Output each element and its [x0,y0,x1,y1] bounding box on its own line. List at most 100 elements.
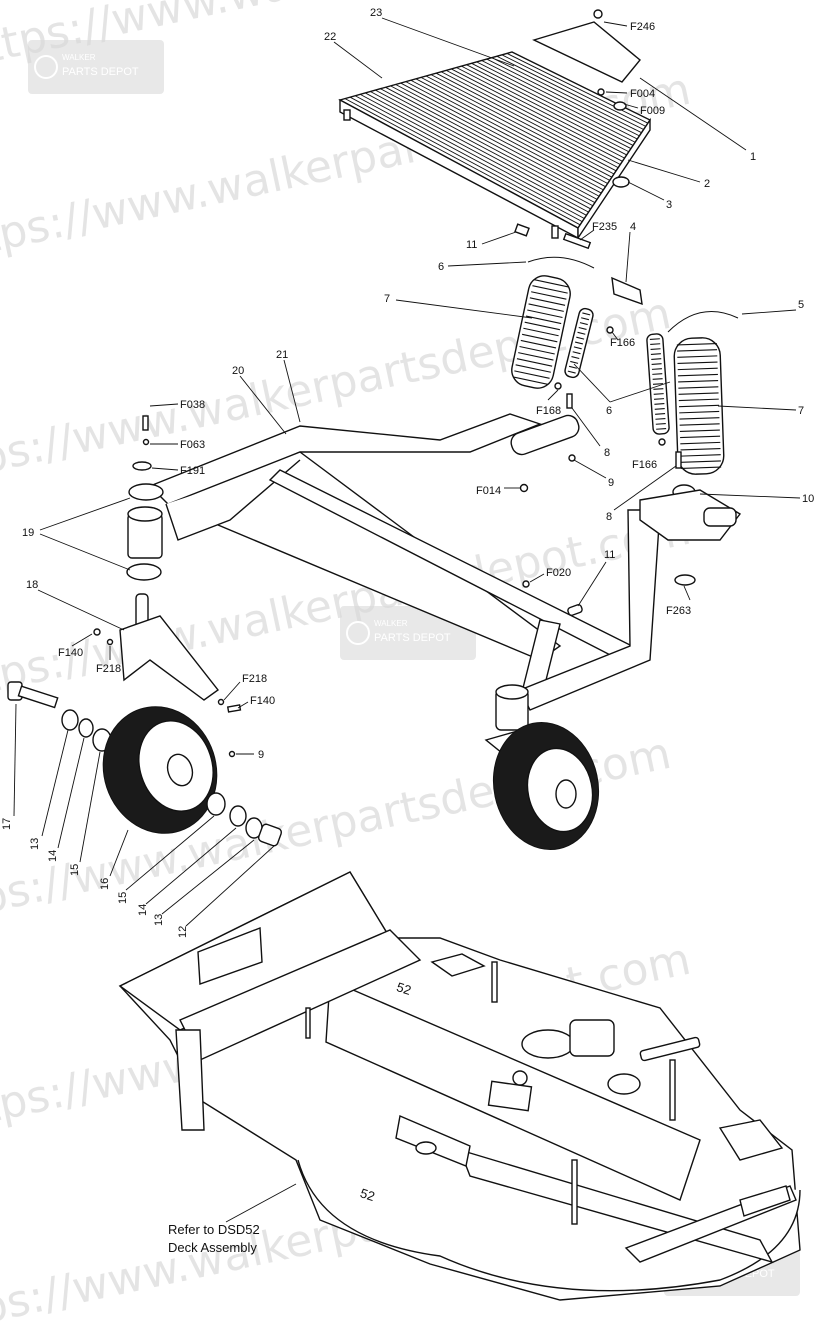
hatch-line [405,81,606,188]
callout-7b: 7 [798,405,804,417]
hatch-line [471,62,634,146]
hatch-line [570,360,579,364]
hatch-line [654,403,665,405]
hatch-line [571,356,580,360]
hatch-line [678,392,719,395]
hatch-line [581,317,590,321]
callout-22: 22 [324,31,336,43]
hatch-line [653,388,664,390]
callout-3: 3 [666,199,672,211]
logo-line2: PARTS DEPOT [62,66,139,78]
seal-15b [206,792,226,816]
callout-f166b: F166 [632,459,657,471]
callout-7: 7 [384,293,390,305]
hatch-line [649,338,660,341]
hatch-line [400,82,604,191]
hatch-line [533,279,570,288]
hatch-line [380,88,596,203]
hatch-line [677,373,718,377]
hatch-line [681,466,722,470]
hatch-line [370,91,591,210]
hatch-line [653,393,664,395]
hatch-line [435,72,619,169]
callout-23: 23 [370,7,382,19]
callout-16: 16 [99,878,111,890]
nut-f166-left [606,326,614,334]
caster-stack-19 [126,415,164,581]
hatch-line [349,96,583,223]
callout-f168: F168 [536,405,561,417]
callout-2: 2 [704,178,710,190]
spring-bracket-4 [611,276,643,306]
hatch-line [680,454,721,457]
hatch-line [651,363,662,365]
grip-7-right [673,337,725,475]
hatch-line [461,65,630,153]
bracket-plate [532,9,641,83]
callout-19: 19 [22,527,34,539]
hatch-line [651,368,662,370]
bolt-8-right [675,451,682,469]
hatch-line [512,376,549,385]
callout-f218b: F218 [242,673,267,685]
deck-note-line2: Deck Assembly [168,1240,257,1255]
hatch-line [582,312,591,316]
hatch-line [520,339,557,349]
hatch-line [677,349,718,352]
deck-note: Refer to DSD52 Deck Assembly [168,1222,260,1255]
callout-18: 18 [26,579,38,591]
axle-bolt-17 [7,681,59,709]
pin-f235 [562,232,592,250]
watermark-logo: WALKER PARTS DEPOT [28,40,164,94]
hatch-line [527,309,563,319]
deck-badge-left: 52 [395,979,413,998]
hatch-line [676,342,717,346]
nut-f014 [519,483,529,493]
hatch-line [572,351,581,355]
caster-wheel-right [484,684,600,851]
spacer-14 [78,718,94,738]
hatch-line [678,404,720,408]
hatch-line [678,398,719,402]
hatch-line [677,355,718,358]
callout-21: 21 [276,349,288,361]
callout-f140b: F140 [250,695,275,707]
callout-11b: 11 [604,549,615,561]
hatch-line [679,410,720,414]
callout-6b: 6 [606,405,612,417]
pin-11-lower [567,603,583,617]
callout-20: 20 [232,365,244,377]
hatch-line [652,373,663,375]
hatch-line [476,61,636,143]
callout-6: 6 [438,261,444,273]
spring-hook-5 [667,311,739,333]
callout-9: 9 [608,477,614,489]
callout-f020: F020 [546,567,571,579]
hatch-line [481,60,638,140]
hatch-line [395,84,602,194]
hatch-line [680,441,721,445]
callout-14: 14 [47,850,59,862]
nut-f168 [554,382,562,390]
callout-f009: F009 [640,105,665,117]
callout-15b: 15 [117,892,129,904]
callout-10: 10 [802,493,814,505]
hatch-line [491,57,642,134]
callout-f235: F235 [592,221,617,233]
hatch-line [651,358,662,360]
hatch-line [650,353,661,355]
callout-f004: F004 [630,88,655,100]
leader-lines [13,17,801,1223]
hatch-line [650,348,661,350]
callout-labels: 23 22 F246 F004 F009 1 2 3 11 F235 4 6 7… [1,7,814,938]
wheel-16-left [102,706,218,834]
hatch-line [360,93,587,216]
hatch-line [529,297,566,306]
nut-9 [568,454,576,462]
hatch-line [578,326,587,330]
mower-deck: 52 52 [118,871,801,1301]
hatch-line [680,435,721,439]
grip-7-left [511,275,571,389]
hatch-line [519,345,555,355]
